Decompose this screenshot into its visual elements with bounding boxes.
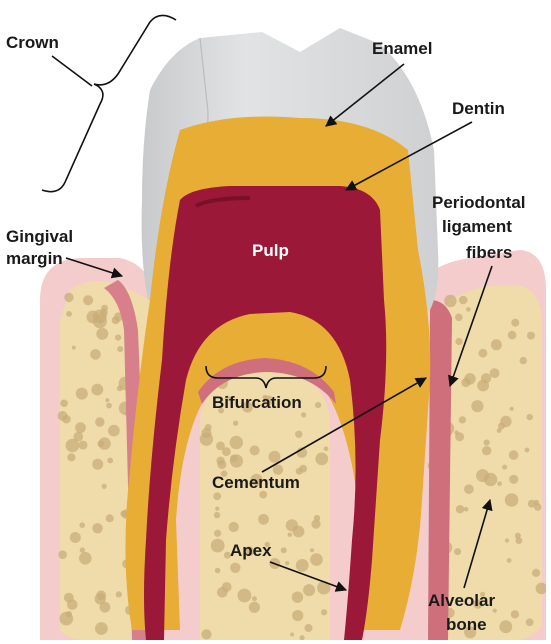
label-alveolar-1: Alveolar <box>428 591 495 610</box>
label-pulp: Pulp <box>252 241 289 260</box>
label-periodontal-3: fibers <box>466 243 512 262</box>
label-crown: Crown <box>6 33 59 52</box>
label-alveolar-2: bone <box>446 615 487 634</box>
label-gingival-margin-2: margin <box>6 249 63 268</box>
label-enamel: Enamel <box>372 39 432 58</box>
label-bifurcation: Bifurcation <box>212 393 302 412</box>
label-gingival-margin-1: Gingival <box>6 227 73 246</box>
label-cementum: Cementum <box>212 473 300 492</box>
label-periodontal-1: Periodontal <box>432 193 526 212</box>
periodontal-ligament-right <box>428 300 452 640</box>
label-dentin: Dentin <box>452 99 505 118</box>
label-apex: Apex <box>230 541 272 560</box>
label-periodontal-2: ligament <box>442 217 512 236</box>
crown-leader-line <box>52 56 92 86</box>
